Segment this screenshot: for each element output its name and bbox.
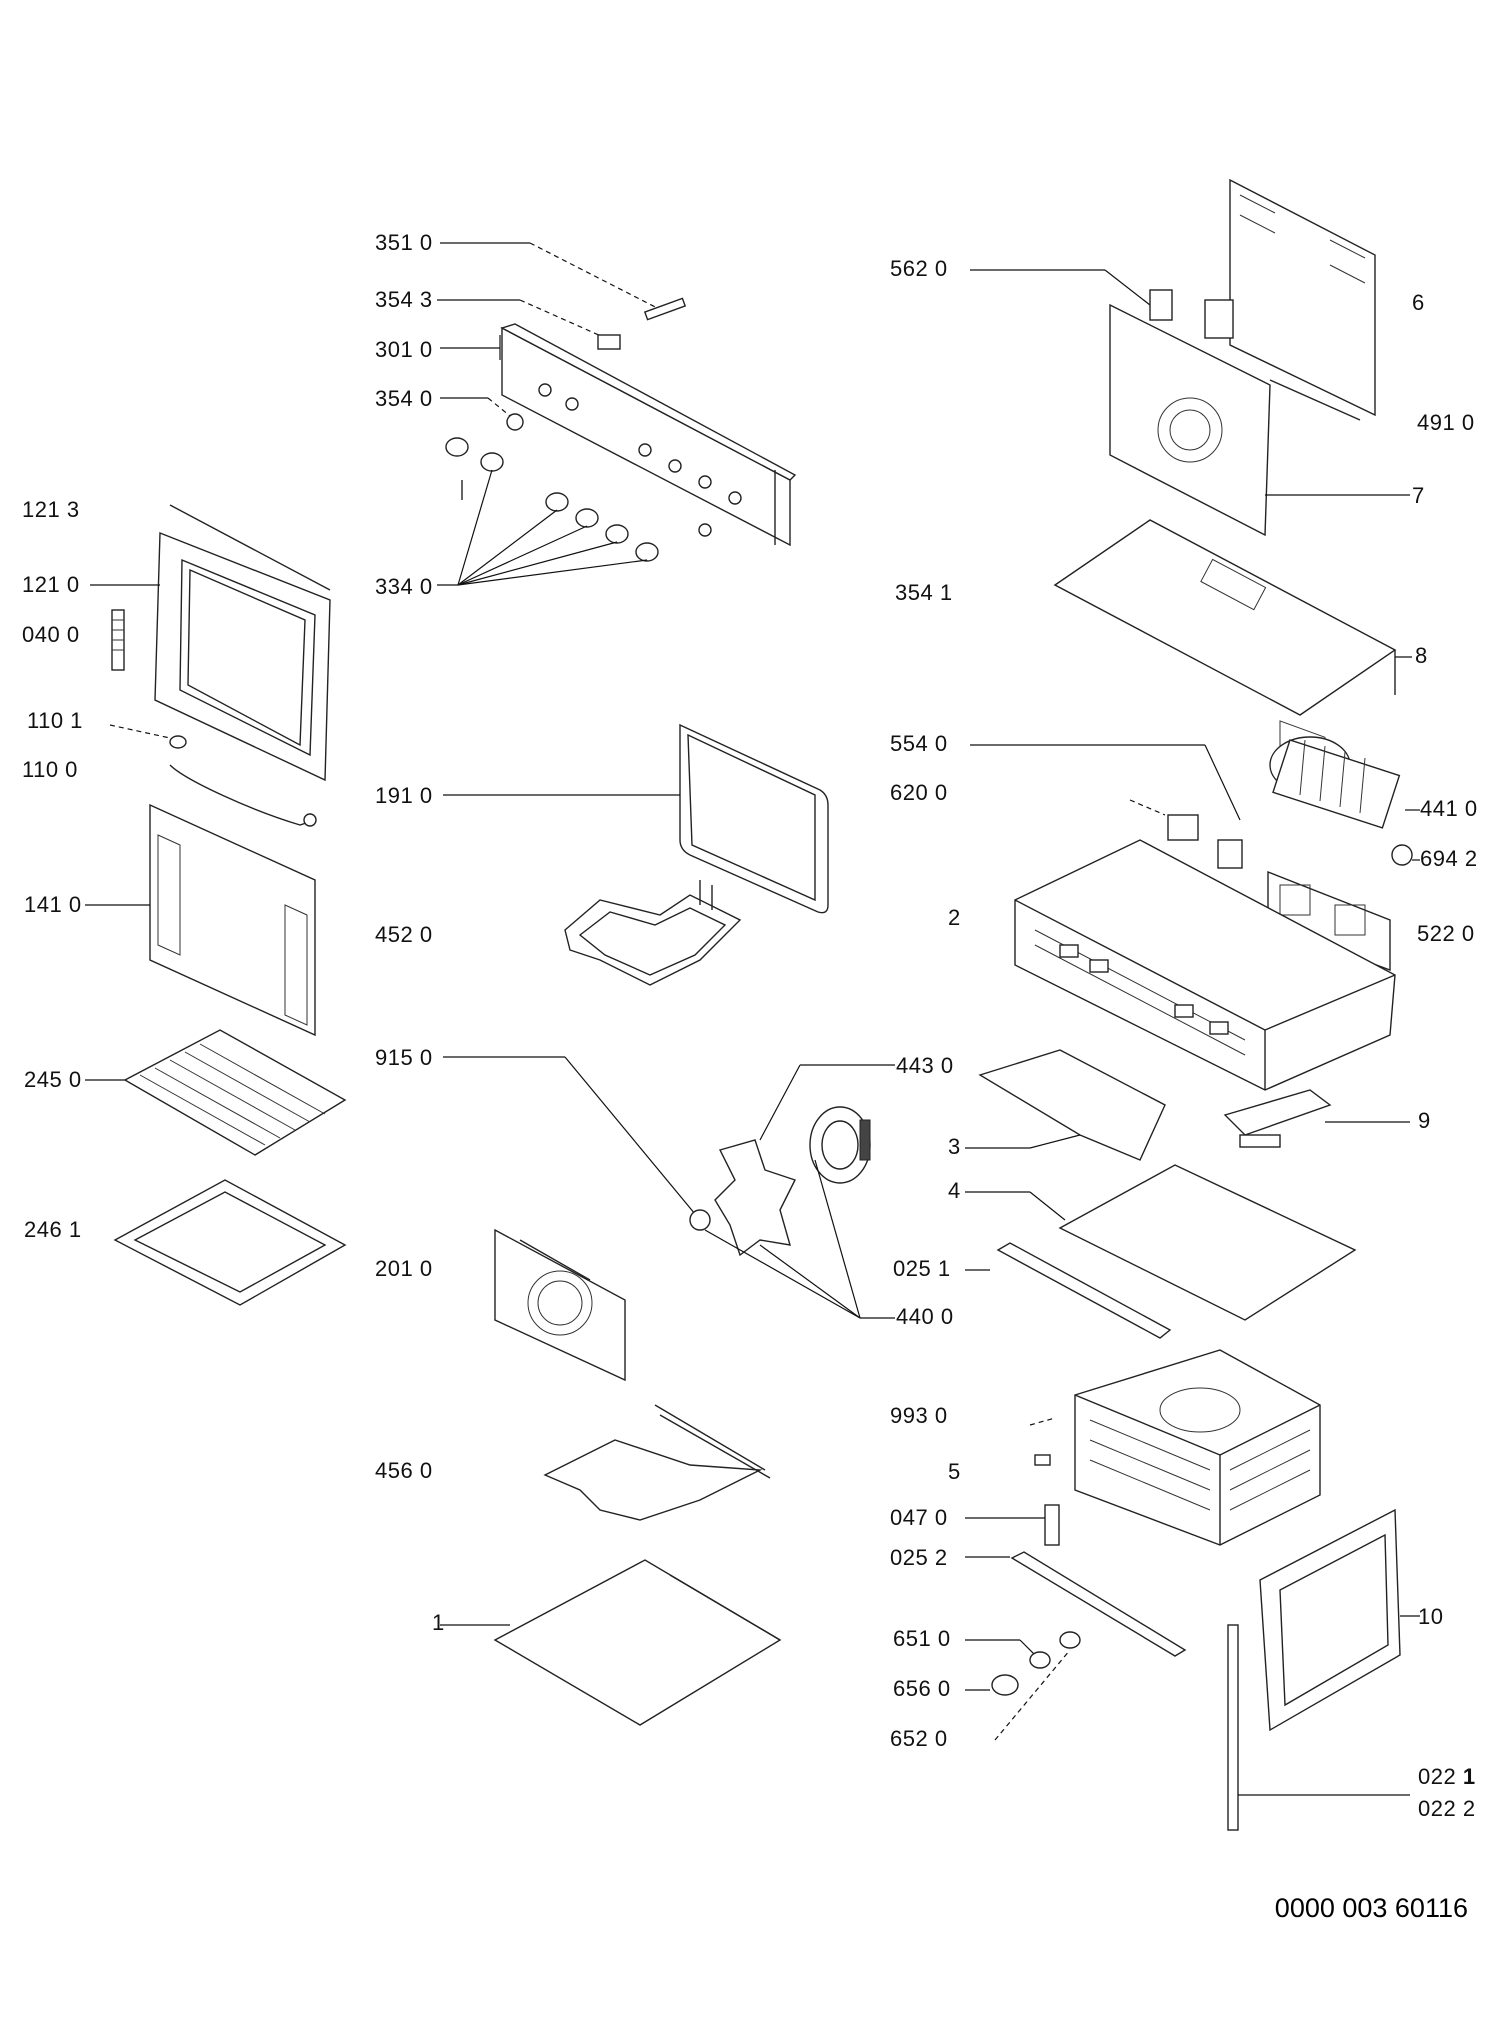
callout-245-0: 245 0 xyxy=(24,1067,82,1092)
callout-491-0: 491 0 xyxy=(1417,410,1475,435)
callout-334-0: 334 0 xyxy=(375,574,433,599)
callout-110-0: 110 0 xyxy=(22,757,78,782)
oven-cavity-assembly xyxy=(965,1049,1420,1831)
callout-652-0: 652 0 xyxy=(890,1726,948,1751)
callout-351-0: 351 0 xyxy=(375,230,433,255)
callout-440-0: 440 0 xyxy=(896,1304,954,1329)
callout-554-0: 554 0 xyxy=(890,731,948,756)
callout-141-0: 141 0 xyxy=(24,892,82,917)
callout-354-1: 354 1 xyxy=(895,580,953,605)
callout-456-0: 456 0 xyxy=(375,1458,433,1483)
callout-522-0: 522 0 xyxy=(1417,921,1475,946)
callout-3: 3 xyxy=(948,1134,961,1159)
callout-2: 2 xyxy=(948,905,961,930)
callout-620-0: 620 0 xyxy=(890,780,948,805)
callout-022-1-suffix: 1 xyxy=(1462,1764,1476,1789)
callout-443-0: 443 0 xyxy=(896,1053,954,1078)
callout-651-0: 651 0 xyxy=(893,1626,951,1651)
callout-4: 4 xyxy=(948,1178,961,1203)
callout-694-2: 694 2 xyxy=(1420,846,1478,871)
callout-10: 10 xyxy=(1418,1604,1444,1629)
control-panel-assembly xyxy=(437,242,797,586)
callout-5: 5 xyxy=(948,1459,961,1484)
callout-6: 6 xyxy=(1412,290,1425,315)
callout-246-1: 246 1 xyxy=(24,1217,82,1242)
callout-121-3: 121 3 xyxy=(22,497,80,522)
callout-7: 7 xyxy=(1412,483,1425,508)
callout-022-1: 022 1 xyxy=(1418,1764,1476,1790)
callout-8: 8 xyxy=(1415,643,1428,668)
callout-354-0: 354 0 xyxy=(375,386,433,411)
rear-housing-assembly xyxy=(970,178,1412,803)
callout-915-0: 915 0 xyxy=(375,1045,433,1070)
callout-040-0: 040 0 xyxy=(22,622,80,647)
callout-452-0: 452 0 xyxy=(375,922,433,947)
callout-1: 1 xyxy=(432,1610,445,1635)
callout-191-0: 191 0 xyxy=(375,783,433,808)
callout-354-3: 354 3 xyxy=(375,287,433,312)
callout-110-1: 110 1 xyxy=(27,708,83,733)
callout-025-2: 025 2 xyxy=(890,1545,948,1570)
callout-022-1-prefix: 022 xyxy=(1418,1764,1463,1789)
callout-047-0: 047 0 xyxy=(890,1505,948,1530)
callout-301-0: 301 0 xyxy=(375,337,433,362)
document-number: 0000 003 60116 xyxy=(1274,1893,1468,1923)
door-assembly xyxy=(85,504,347,1306)
callout-121-0: 121 0 xyxy=(22,572,80,597)
callout-562-0: 562 0 xyxy=(890,256,948,281)
callout-656-0: 656 0 xyxy=(893,1676,951,1701)
callout-9: 9 xyxy=(1418,1108,1431,1133)
callout-441-0: 441 0 xyxy=(1420,796,1478,821)
control-housing-assembly xyxy=(970,736,1420,1091)
callout-201-0: 201 0 xyxy=(375,1256,433,1281)
callout-022-2: 022 2 xyxy=(1418,1796,1476,1821)
callout-993-0: 993 0 xyxy=(890,1403,948,1428)
callout-025-1: 025 1 xyxy=(893,1256,951,1281)
center-components xyxy=(440,723,895,1726)
